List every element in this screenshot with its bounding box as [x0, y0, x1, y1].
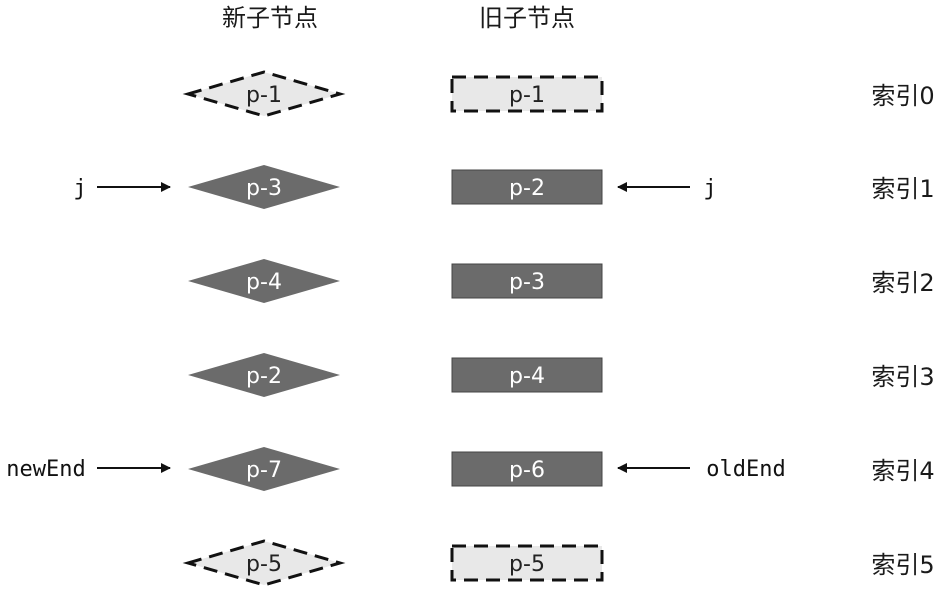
old-node-label: p-6: [509, 458, 545, 483]
new-children-header: 新子节点: [222, 4, 318, 32]
new-node-label: p-7: [246, 458, 282, 483]
old-node-label: p-4: [509, 364, 545, 389]
new-node-shape: [188, 259, 340, 303]
new-node-shape: [182, 539, 346, 587]
pointer-new-end-label: newEnd: [6, 457, 85, 482]
new-node-shape: [188, 353, 340, 397]
old-node-shape: [450, 75, 604, 113]
index-label: 索引0: [871, 82, 934, 110]
old-node-label: p-1: [509, 83, 545, 108]
new-node-label: p-5: [246, 552, 282, 577]
old-node-shape: [451, 263, 603, 299]
old-node-label: p-2: [509, 176, 545, 201]
old-children-header: 旧子节点: [479, 4, 575, 32]
pointer-new-j-label: j: [73, 176, 86, 201]
new-node-label: p-4: [246, 270, 282, 295]
old-node-label: p-5: [509, 552, 545, 577]
new-node-label: p-1: [246, 83, 282, 108]
old-node-label: p-3: [509, 270, 545, 295]
old-node-shape: [451, 451, 603, 487]
new-node-label: p-2: [246, 364, 282, 389]
index-label: 索引5: [871, 551, 934, 579]
pointer-old-end-label: oldEnd: [706, 457, 785, 482]
index-column: 索引0 索引1 索引2 索引3 索引4 索引5: [871, 82, 934, 579]
new-node-label: p-3: [246, 176, 282, 201]
index-label: 索引2: [871, 269, 934, 297]
index-label: 索引1: [871, 175, 934, 203]
index-label: 索引4: [871, 457, 934, 485]
index-label: 索引3: [871, 363, 934, 391]
new-node-shape: [188, 447, 340, 491]
old-node-shape: [451, 169, 603, 205]
new-node-shape: [188, 165, 340, 209]
old-node-shape: [450, 544, 604, 582]
old-node-shape: [451, 357, 603, 393]
pointer-old-j-label: j: [703, 176, 716, 201]
new-node-shape: [182, 70, 346, 118]
old-children-column: p-1 p-2 p-3 p-4 p-6 p-5: [450, 75, 604, 582]
new-children-column: p-1 p-3 p-4 p-2 p-7 p-5: [182, 70, 346, 587]
